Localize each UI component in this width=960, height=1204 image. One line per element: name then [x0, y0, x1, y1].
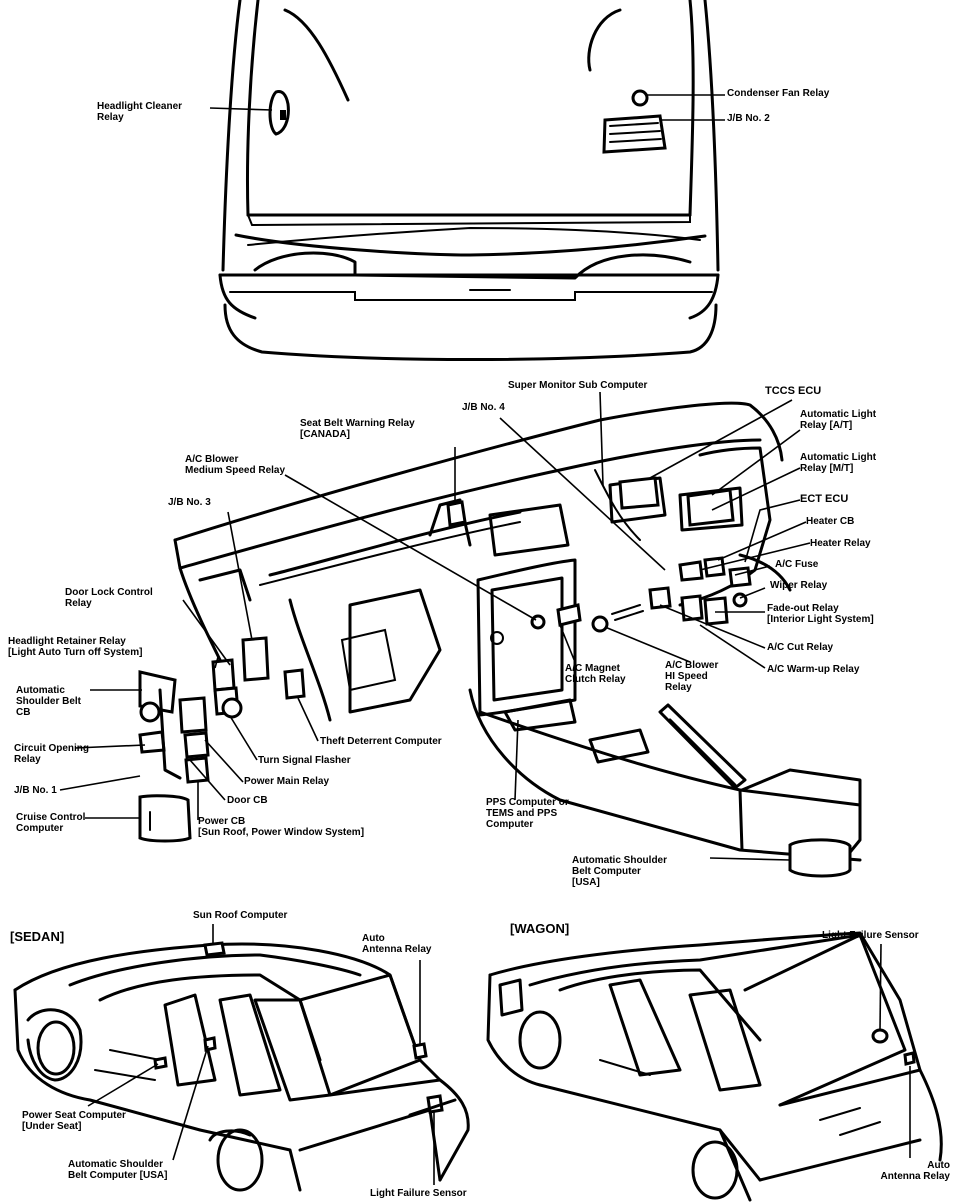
- sedan-drawing: [13, 941, 470, 1192]
- wagon-drawing: [486, 931, 943, 1202]
- section-heading-sedan: [SEDAN]: [10, 929, 65, 944]
- label-door-cb: Door CB: [227, 795, 268, 806]
- label-ac-cut-relay: A/C Cut Relay: [767, 642, 834, 653]
- label-power-seat-computer: Power Seat Computer [Under Seat]: [22, 1110, 126, 1132]
- label-sedan-auto-antenna-relay: Auto Antenna Relay: [362, 933, 432, 955]
- label-sun-roof-computer: Sun Roof Computer: [193, 910, 288, 921]
- label-automatic-light-relay-mt: Automatic Light Relay [M/T]: [800, 452, 877, 474]
- label-super-monitor-sub-computer: Super Monitor Sub Computer: [508, 380, 648, 391]
- label-automatic-shoulder-belt-computer-usa: Automatic Shoulder Belt Computer [USA]: [68, 1159, 168, 1181]
- label-ac-blower-hi-speed-relay: A/C Blower HI Speed Relay: [665, 660, 719, 693]
- label-sedan-light-failure-sensor: Light Failure Sensor: [370, 1188, 467, 1199]
- label-heater-cb: Heater CB: [806, 516, 855, 527]
- label-jb-no-4: J/B No. 4: [462, 402, 505, 413]
- label-pps-computer: PPS Computer or TEMS and PPS Computer: [486, 797, 569, 830]
- label-ac-warm-up-relay: A/C Warm-up Relay: [767, 664, 860, 675]
- label-ect-ecu: ECT ECU: [800, 493, 849, 505]
- label-automatic-shoulder-belt-computer-usa-console: Automatic Shoulder Belt Computer [USA]: [572, 855, 668, 888]
- label-headlight-retainer-relay: Headlight Retainer Relay [Light Auto Tur…: [8, 636, 143, 658]
- engine-leader-lines: [209, 94, 725, 121]
- label-automatic-shoulder-belt-cb: Automatic Shoulder Belt CB: [16, 685, 82, 718]
- label-fade-out-relay: Fade-out Relay [Interior Light System]: [767, 603, 874, 625]
- engine-compartment-drawing: [218, 0, 720, 361]
- label-wagon-light-failure-sensor: Light Failure Sensor: [822, 930, 919, 941]
- label-turn-signal-flasher: Turn Signal Flasher: [258, 755, 351, 766]
- label-ac-fuse: A/C Fuse: [775, 559, 819, 570]
- label-jb-no-3: J/B No. 3: [168, 497, 211, 508]
- label-seat-belt-warning-relay: Seat Belt Warning Relay [CANADA]: [300, 418, 415, 440]
- instrument-panel-drawing: [138, 401, 862, 878]
- label-condenser-fan-relay: Condenser Fan Relay: [727, 88, 830, 99]
- label-jb-no-2: J/B No. 2: [727, 113, 770, 124]
- label-ac-blower-medium-speed-relay: A/C Blower Medium Speed Relay: [185, 454, 286, 476]
- label-door-lock-control-relay: Door Lock Control Relay: [65, 587, 153, 609]
- sedan-leader-lines: [87, 924, 435, 1185]
- label-ac-magnet-clutch-relay: A/C Magnet Clutch Relay: [565, 663, 626, 685]
- wagon-leader-lines: [879, 943, 911, 1158]
- label-wiper-relay: Wiper Relay: [770, 580, 828, 591]
- label-wagon-auto-antenna-relay: Auto Antenna Relay: [880, 1160, 950, 1182]
- label-automatic-light-relay-at: Automatic Light Relay [A/T]: [800, 409, 877, 431]
- section-heading-wagon: [WAGON]: [510, 921, 570, 936]
- label-headlight-cleaner-relay: Headlight Cleaner Relay: [97, 101, 183, 123]
- label-tccs-ecu: TCCS ECU: [765, 385, 822, 397]
- instrument-panel-leader-lines: [59, 391, 811, 861]
- label-power-cb: Power CB [Sun Roof, Power Window System]: [198, 816, 365, 838]
- label-circuit-opening-relay: Circuit Opening Relay: [14, 743, 89, 765]
- label-cruise-control-computer: Cruise Control Computer: [16, 812, 86, 834]
- label-theft-deterrent-computer: Theft Deterrent Computer: [320, 736, 442, 747]
- label-power-main-relay: Power Main Relay: [244, 776, 330, 787]
- label-jb-no-1: J/B No. 1: [14, 785, 57, 796]
- label-heater-relay: Heater Relay: [810, 538, 871, 549]
